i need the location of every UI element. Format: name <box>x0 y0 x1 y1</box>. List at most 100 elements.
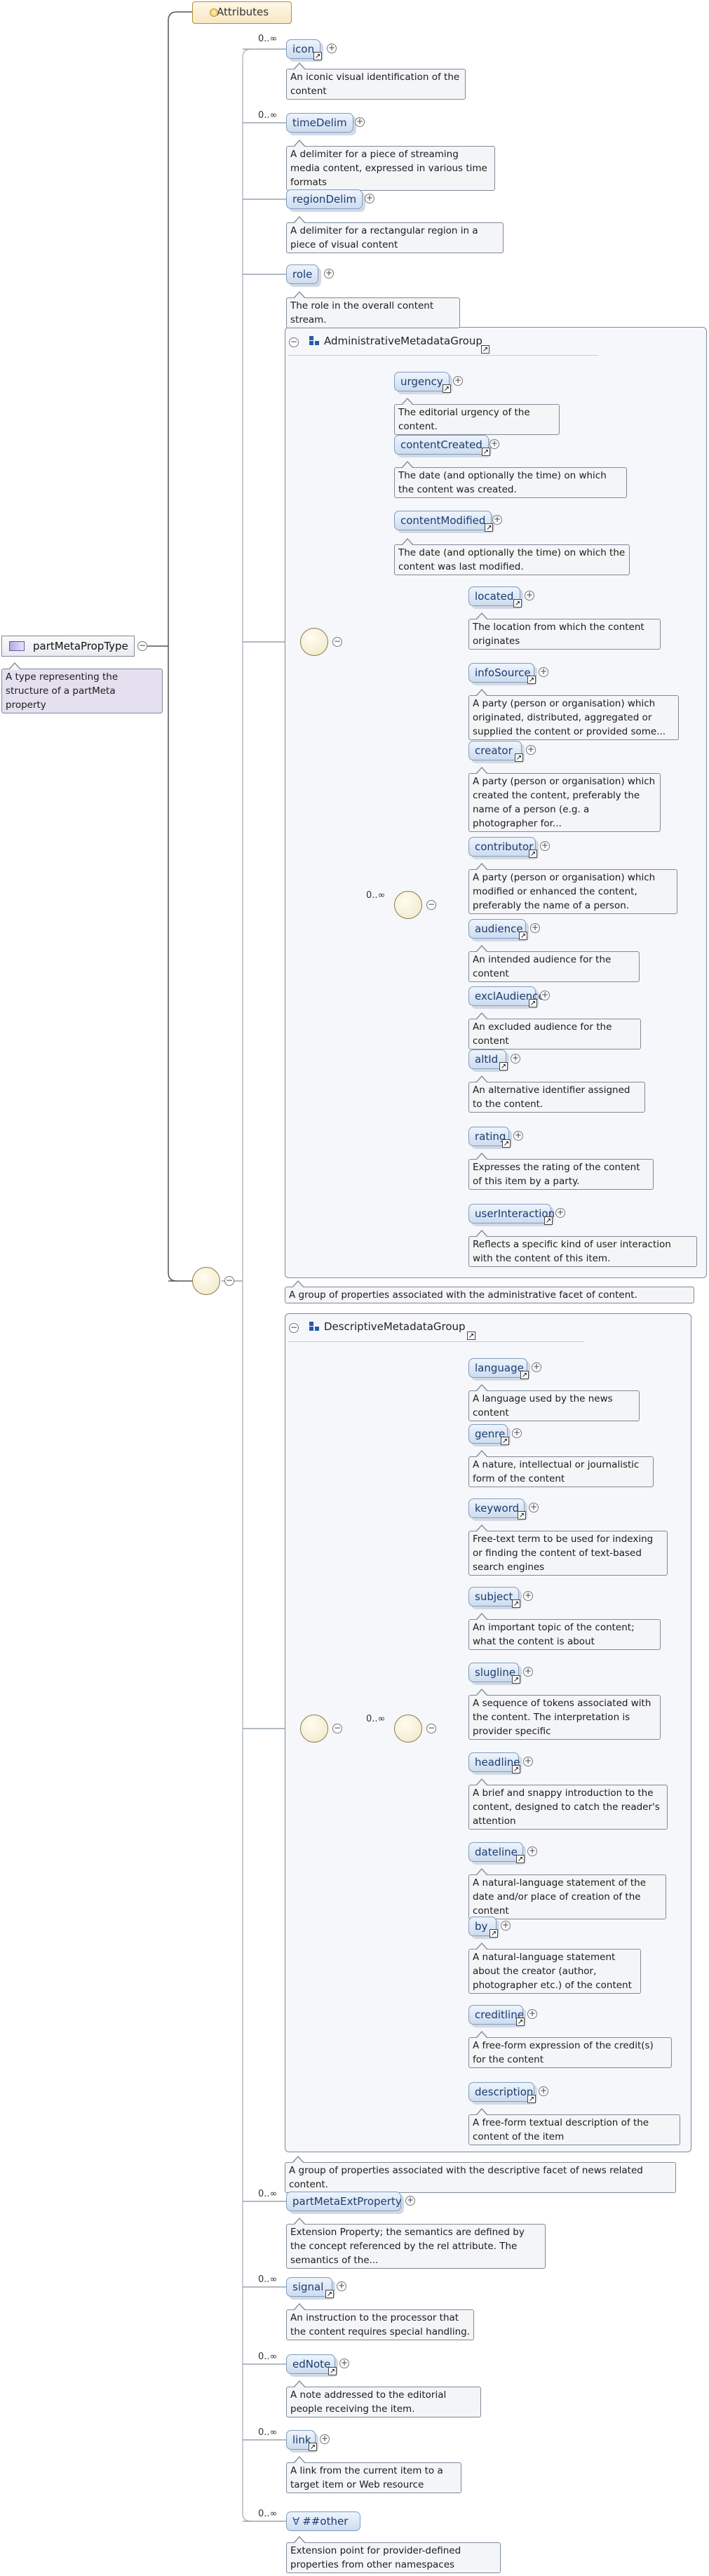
element-doc: Expresses the rating of the content of t… <box>468 1153 654 1190</box>
element-label: dateline <box>475 1846 518 1858</box>
element-doc: A note addressed to the editorial people… <box>286 2380 481 2417</box>
sequence-compositor-icon[interactable] <box>300 628 328 656</box>
group-separator <box>289 1341 583 1342</box>
expand-icon[interactable]: + <box>527 1846 537 1856</box>
sequence-compositor-icon[interactable] <box>300 1715 328 1743</box>
root-type-box[interactable]: partMetaPropType <box>1 636 135 657</box>
element-genre[interactable]: genre↗ <box>468 1424 509 1445</box>
expand-icon[interactable]: + <box>529 1502 539 1512</box>
reference-arrow-icon: ↗ <box>501 1437 509 1445</box>
element-altId[interactable]: altId↗ <box>468 1049 508 1071</box>
element-located[interactable]: located↗ <box>468 586 522 608</box>
cardinality-label: 0..∞ <box>258 34 278 44</box>
expand-icon[interactable]: + <box>526 744 536 755</box>
reference-arrow-icon: ↗ <box>512 1675 520 1684</box>
expand-icon[interactable]: + <box>365 193 374 203</box>
element-by[interactable]: by↗ <box>468 1917 498 1938</box>
element-headline[interactable]: headline↗ <box>468 1752 520 1773</box>
expand-icon[interactable]: + <box>453 375 463 386</box>
element-label: contributor <box>475 840 534 853</box>
expand-icon[interactable]: + <box>339 2358 349 2368</box>
expand-icon[interactable]: + <box>539 2086 548 2096</box>
element-doc: Free-text term to be used for indexing o… <box>468 1524 668 1576</box>
expand-icon[interactable]: + <box>511 1053 520 1064</box>
sequence-compositor-icon[interactable] <box>192 1267 220 1295</box>
expand-icon[interactable]: + <box>527 2008 537 2019</box>
expand-icon[interactable]: + <box>320 2434 330 2444</box>
sequence-collapse-icon[interactable]: − <box>224 1275 234 1286</box>
attributes-box[interactable]: Attributes <box>192 1 292 24</box>
element-doc: The date (and optionally the time) on wh… <box>394 461 627 498</box>
element-urgency[interactable]: urgency↗ <box>394 372 451 393</box>
element-audience[interactable]: audience↗ <box>468 919 527 940</box>
choice-collapse-icon[interactable]: − <box>426 899 436 910</box>
expand-icon[interactable]: + <box>355 116 365 127</box>
element-icon[interactable]: icon↗ <box>286 39 323 60</box>
expand-icon[interactable]: + <box>513 1130 523 1141</box>
expand-icon[interactable]: + <box>501 1920 511 1931</box>
any-other-wildcard[interactable]: ∀##other <box>286 2511 360 2531</box>
expand-icon[interactable]: + <box>492 514 502 525</box>
expand-icon[interactable]: + <box>540 990 550 1000</box>
sequence-collapse-icon[interactable]: − <box>332 636 342 647</box>
element-contentModified[interactable]: contentModified↗ <box>394 511 494 532</box>
element-keyword[interactable]: keyword↗ <box>468 1498 526 1520</box>
element-label: altId <box>475 1053 499 1066</box>
element-description[interactable]: description↗ <box>468 2082 536 2103</box>
reference-arrow-icon: ↗ <box>519 932 527 940</box>
expand-icon[interactable]: + <box>324 268 334 279</box>
element-regionDelim[interactable]: regionDelim <box>286 189 363 209</box>
element-creditline[interactable]: creditline↗ <box>468 2005 525 2026</box>
choice-compositor-icon[interactable] <box>394 891 422 919</box>
expand-icon[interactable]: + <box>337 2281 346 2291</box>
element-doc: Reflects a specific kind of user interac… <box>468 1230 697 1267</box>
expand-icon[interactable]: + <box>405 2195 415 2206</box>
expand-icon[interactable]: + <box>530 923 540 933</box>
root-type-name: partMetaPropType <box>33 640 128 652</box>
element-role[interactable]: role <box>286 264 319 284</box>
root-collapse-icon[interactable]: − <box>137 640 147 651</box>
expand-icon[interactable]: + <box>523 1756 533 1766</box>
element-signal[interactable]: signal↗ <box>286 2277 334 2298</box>
element-doc: A party (person or organisation) which m… <box>468 863 677 914</box>
element-rating[interactable]: rating↗ <box>468 1127 511 1148</box>
admin-group-title[interactable]: AdministrativeMetadataGroup <box>309 335 482 347</box>
element-partMetaExtProperty[interactable]: partMetaExtProperty <box>286 2192 402 2211</box>
choice-collapse-icon[interactable]: − <box>426 1723 436 1733</box>
admin-group-collapse-icon[interactable]: − <box>289 337 299 347</box>
sequence-collapse-icon[interactable]: − <box>332 1723 342 1733</box>
expand-icon[interactable]: + <box>540 840 550 851</box>
element-contributor[interactable]: contributor↗ <box>468 837 537 858</box>
element-contentCreated[interactable]: contentCreated↗ <box>394 435 490 456</box>
element-dateline[interactable]: dateline↗ <box>468 1842 525 1863</box>
expand-icon[interactable]: + <box>489 438 499 449</box>
element-creator[interactable]: creator↗ <box>468 741 523 762</box>
expand-icon[interactable]: + <box>539 666 548 677</box>
element-subject[interactable]: subject↗ <box>468 1587 520 1608</box>
expand-icon[interactable]: + <box>523 1666 533 1677</box>
expand-icon[interactable]: + <box>532 1362 541 1372</box>
element-edNote[interactable]: edNote↗ <box>286 2354 337 2375</box>
element-language[interactable]: language↗ <box>468 1358 529 1379</box>
desc-group-collapse-icon[interactable]: − <box>289 1322 299 1333</box>
reference-arrow-icon: ↗ <box>499 1062 508 1071</box>
element-infoSource[interactable]: infoSource↗ <box>468 663 536 684</box>
expand-icon[interactable]: + <box>327 43 337 53</box>
element-slugline[interactable]: slugline↗ <box>468 1663 520 1684</box>
expand-icon[interactable]: + <box>525 590 534 601</box>
element-timeDelim[interactable]: timeDelim <box>286 113 353 133</box>
choice-compositor-icon[interactable] <box>394 1715 422 1743</box>
expand-icon[interactable]: + <box>512 1428 522 1438</box>
expand-icon[interactable]: + <box>555 1207 565 1218</box>
element-exclAudience[interactable]: exclAudience↗ <box>468 986 545 1007</box>
desc-group-title[interactable]: DescriptiveMetadataGroup <box>309 1320 466 1333</box>
element-link[interactable]: link↗ <box>286 2430 317 2451</box>
element-doc: A party (person or organisation) which o… <box>468 689 679 740</box>
reference-arrow-icon: ↗ <box>520 1371 529 1379</box>
element-doc: A free-form expression of the credit(s) … <box>468 2031 672 2068</box>
element-doc: A delimiter for a piece of streaming med… <box>286 140 495 191</box>
expand-icon[interactable]: + <box>523 1590 533 1601</box>
element-doc: An important topic of the content; what … <box>468 1613 661 1650</box>
element-doc: A natural-language statement of the date… <box>468 1868 666 1919</box>
element-userInteraction[interactable]: userInteraction↗ <box>468 1204 555 1225</box>
